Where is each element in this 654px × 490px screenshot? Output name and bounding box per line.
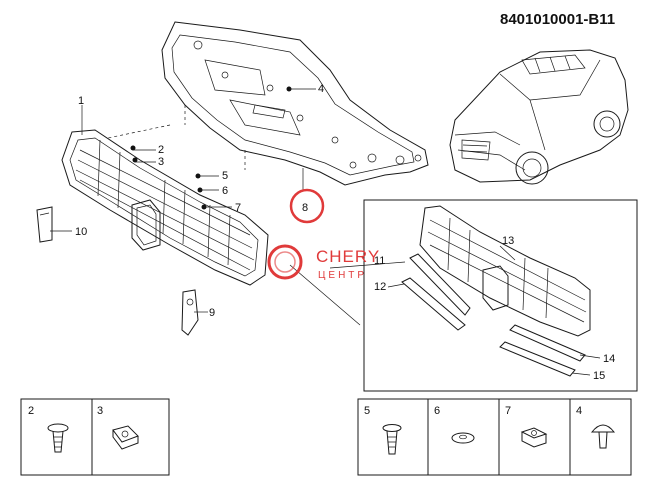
callout-11: 11 [374, 255, 385, 267]
bracket-9-drawing [181, 289, 199, 336]
watermark-brand: CHERY [316, 247, 380, 266]
leader-lines [50, 88, 361, 326]
catalog-number: 8401010001-B11 [500, 11, 615, 28]
detail-inset [329, 199, 638, 392]
bracket-10-drawing [36, 206, 53, 243]
legend-group-right: 5 6 7 4 [357, 398, 632, 476]
callout-5: 5 [222, 170, 228, 182]
callout-7: 7 [235, 202, 241, 214]
clip-nut-icon [520, 427, 548, 448]
callout-14: 14 [603, 353, 615, 365]
callout-1: 1 [78, 95, 84, 107]
callout-4: 4 [318, 83, 324, 95]
screw-icon [47, 423, 69, 453]
clip-nut-icon [112, 425, 139, 450]
vehicle-silhouette [449, 49, 629, 185]
callout-3: 3 [158, 156, 164, 168]
legend-number-5: 5 [364, 405, 370, 417]
chery-watermark: CHERY ЦЕНТР [267, 244, 380, 281]
highlight-circle [289, 188, 325, 224]
callout-12: 12 [374, 281, 386, 293]
callout-15: 15 [593, 370, 605, 382]
legend-number-2: 2 [28, 405, 34, 417]
callout-9: 9 [209, 307, 215, 319]
callout-13: 13 [502, 235, 514, 247]
legend-number-7: 7 [505, 405, 511, 417]
watermark-subtitle: ЦЕНТР [318, 270, 367, 281]
grille-assembly-drawing [61, 129, 269, 286]
push-rivet-icon [590, 424, 616, 449]
legend-number-6: 6 [434, 405, 440, 417]
washer-icon [451, 432, 475, 444]
callout-8: 8 [302, 202, 308, 214]
callout-2: 2 [158, 144, 164, 156]
screw-icon [382, 424, 402, 455]
legend-number-3: 3 [97, 405, 103, 417]
legend-number-4: 4 [576, 405, 582, 417]
splash-shield-drawing [161, 21, 429, 186]
callout-6: 6 [222, 185, 228, 197]
fastener-markers [130, 86, 292, 210]
legend-group-left: 2 3 [20, 398, 170, 476]
callout-10: 10 [75, 226, 87, 238]
